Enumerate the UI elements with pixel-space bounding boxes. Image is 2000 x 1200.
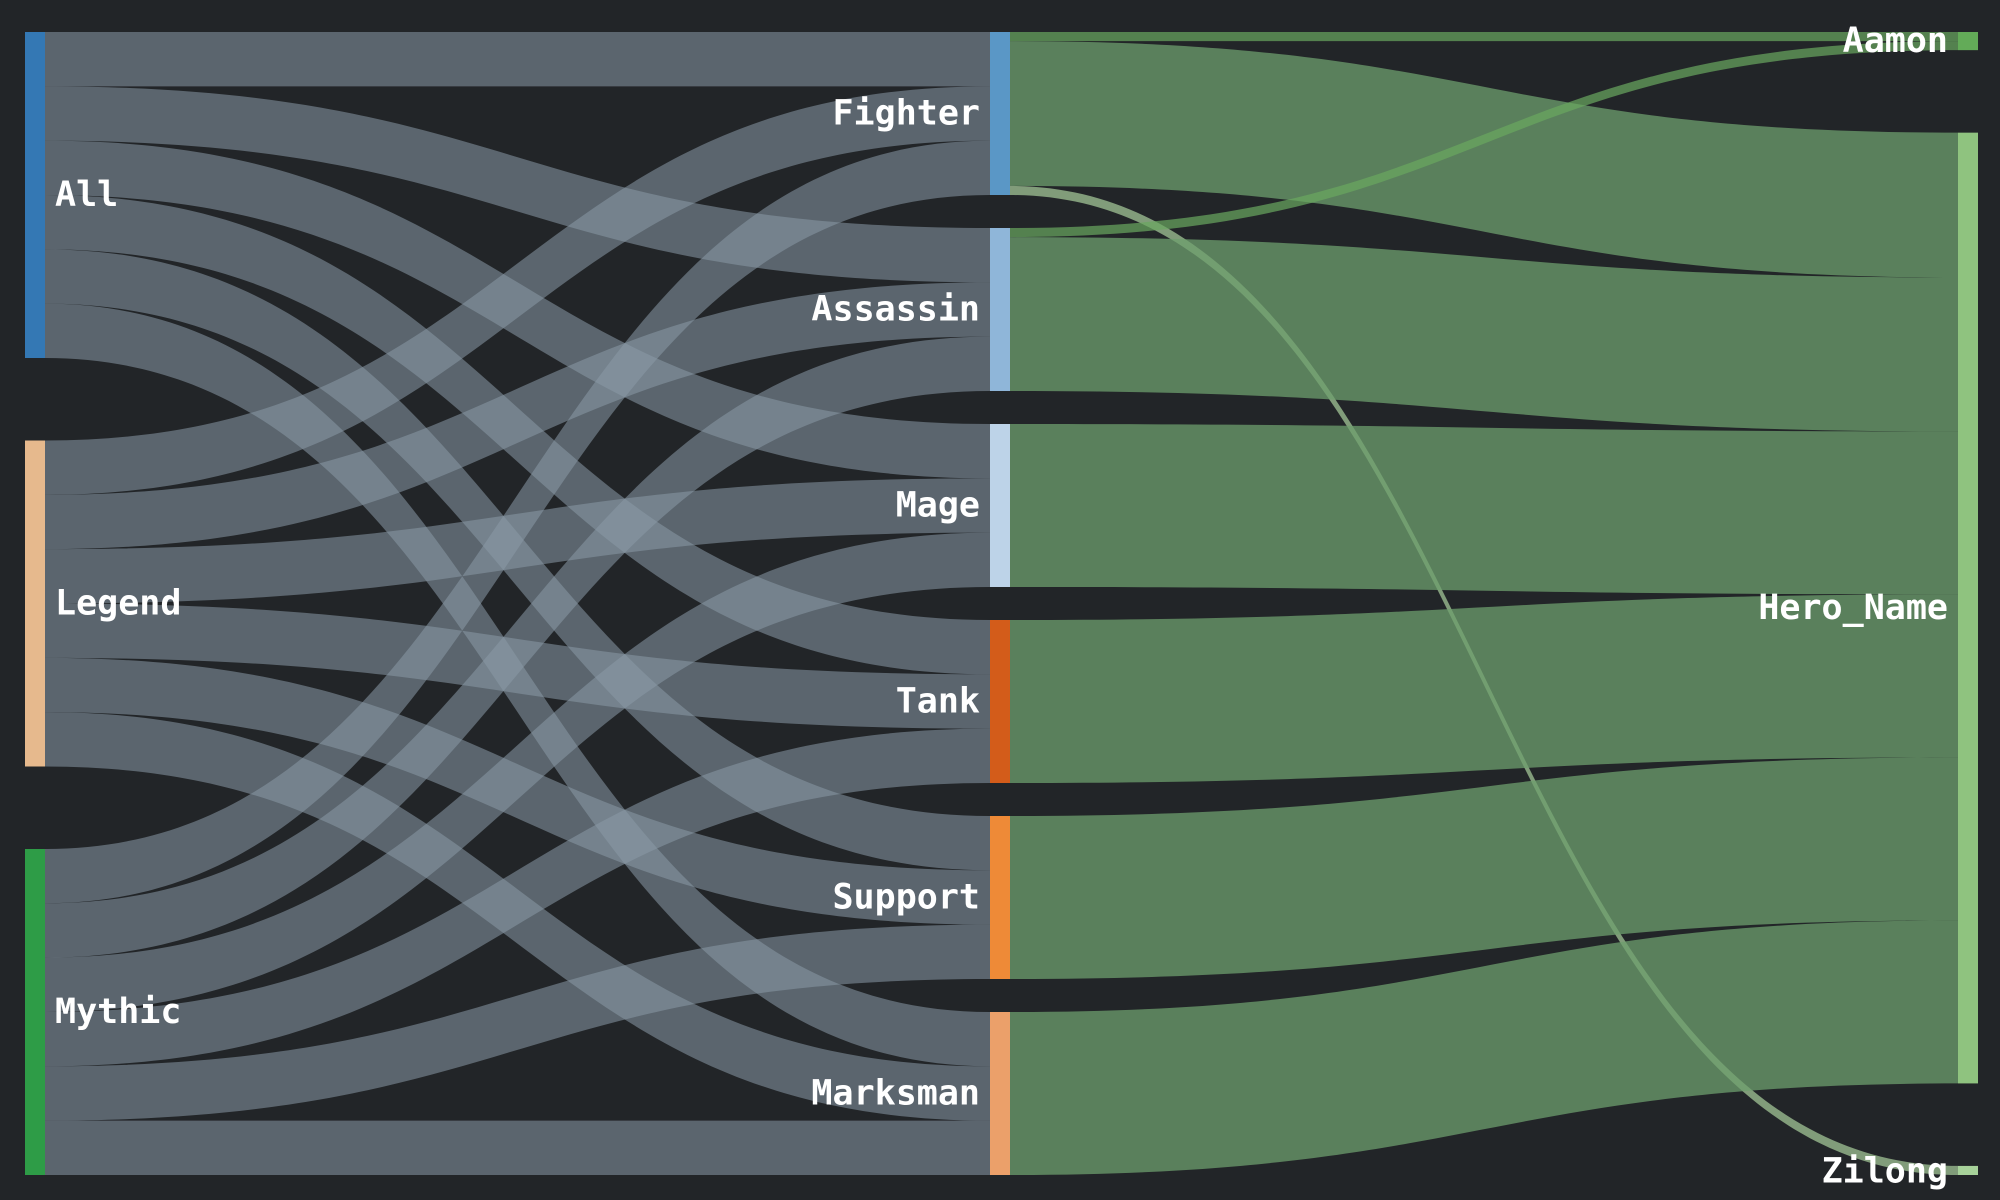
sankey-link[interactable]	[45, 532, 990, 1012]
sankey-node-assassin[interactable]	[990, 228, 1010, 391]
sankey-node-fighter[interactable]	[990, 32, 1010, 195]
sankey-link[interactable]	[45, 1120, 990, 1175]
node-label-mythic: Mythic	[55, 992, 181, 1032]
sankey-link[interactable]	[1010, 594, 1958, 783]
sankey-node-tank[interactable]	[990, 620, 1010, 783]
node-label-support: Support	[832, 878, 980, 918]
sankey-node-mythic[interactable]	[25, 849, 45, 1175]
node-label-legend: Legend	[55, 584, 181, 624]
node-label-zilong: Zilong	[1822, 1151, 1948, 1191]
sankey-node-support[interactable]	[990, 816, 1010, 979]
sankey-links	[45, 32, 1958, 1175]
node-label-mage: Mage	[896, 486, 980, 526]
node-label-marksman: Marksman	[811, 1074, 980, 1114]
node-label-all: All	[55, 175, 118, 215]
sankey-link[interactable]	[1010, 41, 1958, 278]
sankey-link[interactable]	[1010, 41, 1958, 238]
sankey-link[interactable]	[1010, 237, 1958, 432]
sankey-link[interactable]	[1010, 32, 1958, 42]
sankey-node-hero-name[interactable]	[1958, 132, 1978, 1084]
sankey-link[interactable]	[45, 728, 990, 1067]
node-label-assassin: Assassin	[811, 290, 980, 330]
sankey-link[interactable]	[1010, 920, 1958, 1175]
sankey-link[interactable]	[1010, 424, 1958, 595]
sankey-node-mage[interactable]	[990, 424, 1010, 587]
sankey-link[interactable]	[45, 282, 990, 550]
sankey-link[interactable]	[1010, 757, 1958, 979]
sankey-node-legend[interactable]	[25, 440, 45, 767]
sankey-node-aamon[interactable]	[1958, 32, 1978, 51]
sankey-node-zilong[interactable]	[1958, 1165, 1978, 1175]
sankey-nodes	[25, 32, 1978, 1175]
sankey-link[interactable]	[45, 336, 990, 958]
sankey-node-all[interactable]	[25, 32, 45, 358]
node-label-fighter: Fighter	[832, 94, 980, 134]
node-label-hero-name: Hero_Name	[1758, 588, 1948, 628]
sankey-link[interactable]	[45, 924, 990, 1121]
sankey-node-marksman[interactable]	[990, 1012, 1010, 1175]
sankey-link[interactable]	[45, 32, 990, 87]
sankey-link[interactable]	[45, 140, 990, 904]
node-label-aamon: Aamon	[1843, 21, 1948, 61]
sankey-link[interactable]	[45, 86, 990, 495]
node-label-tank: Tank	[896, 682, 980, 722]
